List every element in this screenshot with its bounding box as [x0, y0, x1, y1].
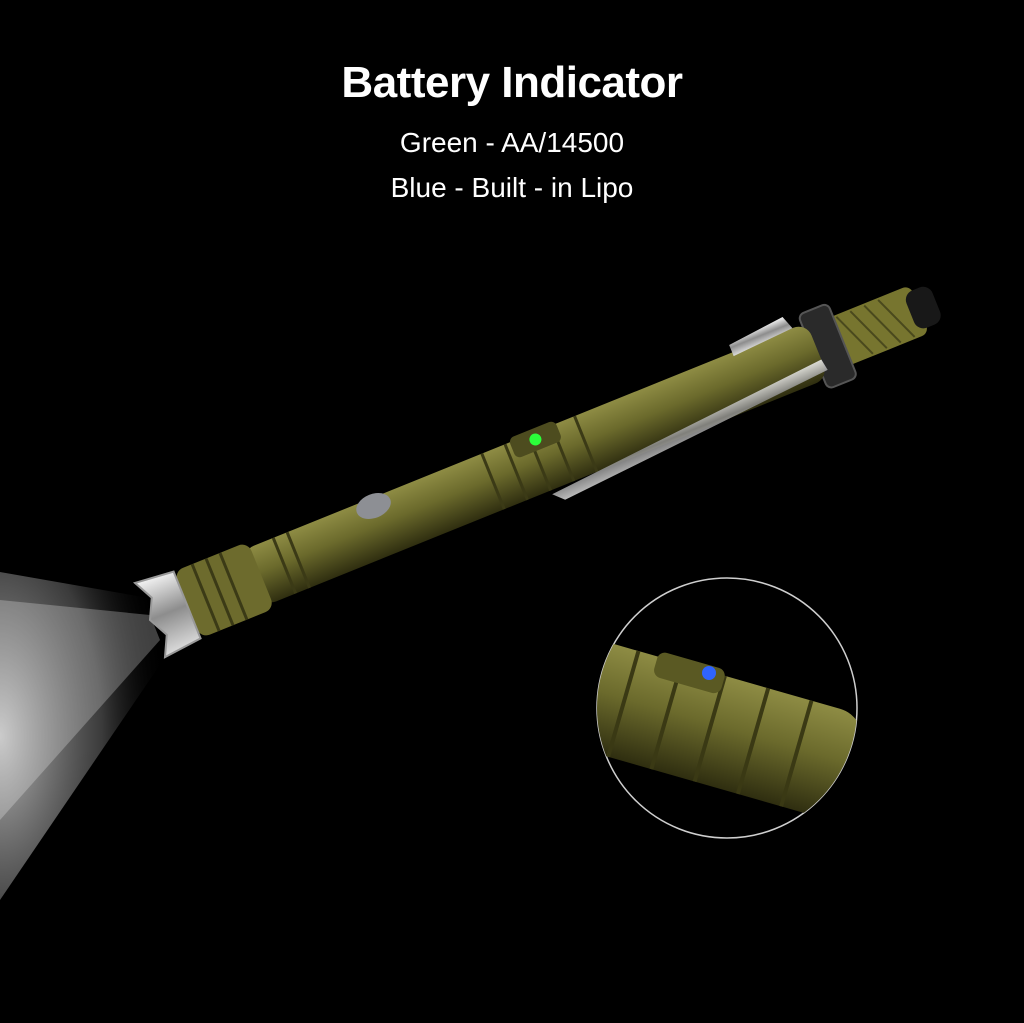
flashlight-body: [132, 286, 941, 659]
battery-indicator-blue: [702, 666, 716, 680]
magnified-inset: [596, 577, 858, 839]
legend-blue-line: Blue - Built - in Lipo: [390, 172, 634, 203]
switch-button: [356, 492, 391, 519]
legend-green-line: Green - AA/14500: [399, 127, 625, 158]
light-beam: [0, 572, 170, 900]
battery-indicator-green: [529, 433, 542, 446]
page-title: Battery Indicator: [341, 58, 683, 107]
pocket-clip: [729, 316, 793, 357]
